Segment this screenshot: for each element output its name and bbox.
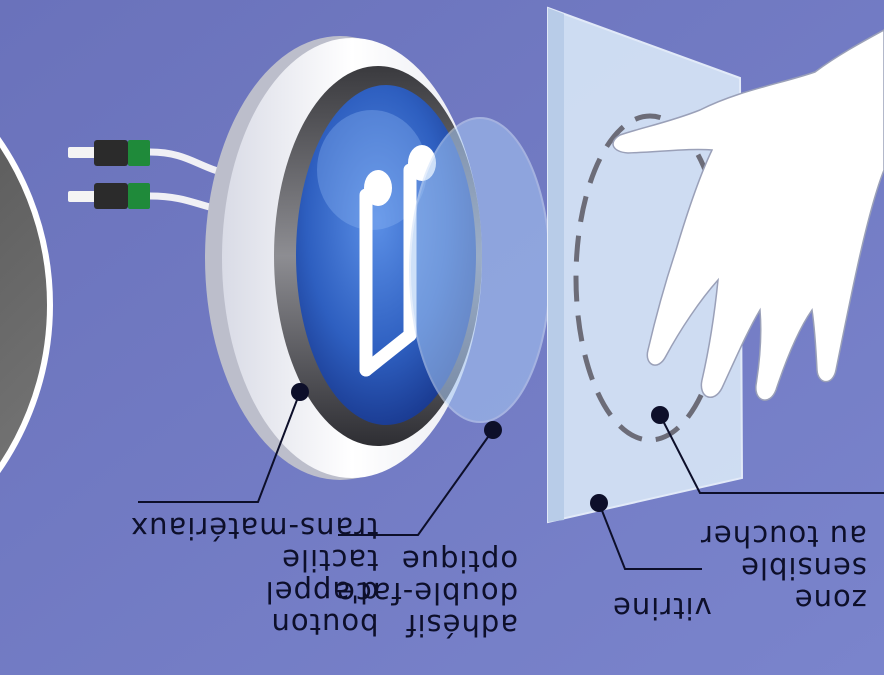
label-adhesive-line-3: optique: [336, 545, 518, 577]
label-zone: zone sensible au toucher: [700, 520, 867, 616]
label-adhesive: adhésif double-face optique: [336, 545, 518, 641]
label-adhesive-line-1: adhésif: [336, 609, 518, 641]
adhesive-disk: [410, 118, 550, 422]
label-button-line-4: trans-matériaux: [130, 512, 379, 544]
label-zone-line-1: zone: [700, 584, 867, 616]
label-zone-line-3: au toucher: [700, 520, 867, 552]
glass-panel-edge: [548, 8, 564, 522]
label-adhesive-line-2: double-face: [336, 577, 518, 609]
label-showcase: vitrine: [612, 592, 712, 624]
label-showcase-line-1: vitrine: [612, 592, 712, 624]
label-zone-line-2: sensible: [700, 552, 867, 584]
